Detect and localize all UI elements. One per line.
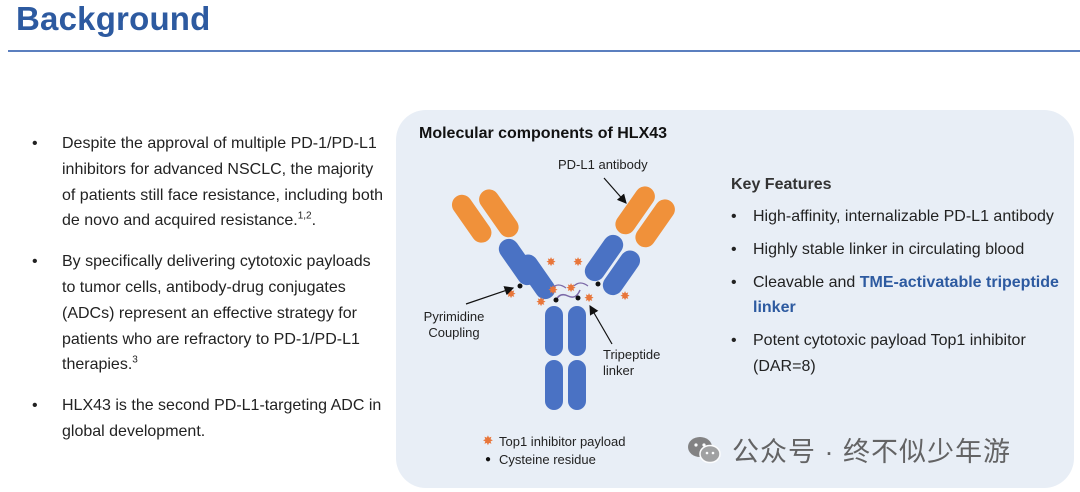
bullet-dot: •: [731, 273, 737, 291]
bullet-dot: •: [731, 240, 737, 258]
feature-text: High-affinity, internalizable PD-L1 anti…: [753, 208, 1054, 225]
bullet-text: HLX43 is the second PD-L1-targeting ADC …: [62, 397, 382, 440]
background-bullet-list: • Despite the approval of multiple PD-1/…: [32, 131, 387, 460]
bullet-item: • By specifically delivering cytotoxic p…: [32, 249, 387, 378]
label-pd-l1-antibody: PD-L1 antibody: [558, 157, 648, 172]
feature-item: • High-affinity, internalizable PD-L1 an…: [731, 204, 1071, 230]
legend-cysteine: ● Cysteine residue: [481, 452, 596, 467]
wechat-icon: [688, 436, 721, 463]
label-pyrimidine-line2: Coupling: [428, 325, 480, 340]
feature-item: • Potent cytotoxic payload Top1 inhibito…: [731, 328, 1071, 380]
key-features: Key Features • High-affinity, internaliz…: [731, 176, 1071, 387]
label-tripeptide-line1: Tripeptide: [603, 347, 661, 362]
feature-text: Highly stable linker in circulating bloo…: [753, 240, 1025, 258]
cysteine-dot-icon: ●: [484, 454, 492, 465]
bullet-dot: •: [32, 135, 38, 152]
citation-superscript: 3: [132, 355, 138, 367]
bullet-tail: .: [311, 212, 317, 230]
bullet-dot: •: [32, 253, 38, 271]
feature-item: • Cleavable and TME-activatable tripepti…: [731, 270, 1071, 322]
title-divider: [8, 50, 1080, 52]
feature-item: • Highly stable linker in circulating bl…: [731, 237, 1071, 263]
label-tripeptide-linker: Tripeptide linker: [603, 347, 660, 379]
watermark-text: 公众号 · 终不似少年游: [732, 437, 1011, 467]
bullet-dot: •: [32, 397, 38, 415]
feature-text: Cleavable and: [753, 273, 860, 291]
bullet-item: • Despite the approval of multiple PD-1/…: [32, 131, 387, 234]
bullet-item: • HLX43 is the second PD-L1-targeting AD…: [32, 393, 387, 445]
panel-title: Molecular components of HLX43: [419, 125, 668, 142]
bullet-dot: •: [731, 332, 737, 350]
page-title: Background: [16, 0, 211, 37]
watermark: 公众号 · 终不似少年游: [686, 430, 1011, 469]
label-tripeptide-line2: linker: [603, 363, 635, 378]
feature-highlight: TME-activatable tripeptide linker: [753, 273, 1059, 317]
legend-payload: ✸ Top1 inhibitor payload: [481, 433, 626, 449]
bullet-text: Despite the approval of multiple PD-1/PD…: [62, 135, 384, 230]
feature-text: Potent cytotoxic payload Top1 inhibitor …: [753, 332, 1026, 375]
bullet-dot: •: [731, 208, 737, 225]
label-pyrimidine-coupling: Pyrimidine Coupling: [423, 309, 485, 341]
bullet-text: By specifically delivering cytotoxic pay…: [62, 253, 371, 374]
legend-cysteine-text: Cysteine residue: [499, 452, 596, 467]
legend-payload-text: Top1 inhibitor payload: [499, 433, 626, 449]
citation-superscript: 1,2: [297, 211, 312, 223]
payload-star-icon: ✸: [482, 433, 494, 448]
key-features-title: Key Features: [731, 176, 832, 193]
label-pyrimidine-line1: Pyrimidine: [423, 309, 485, 324]
